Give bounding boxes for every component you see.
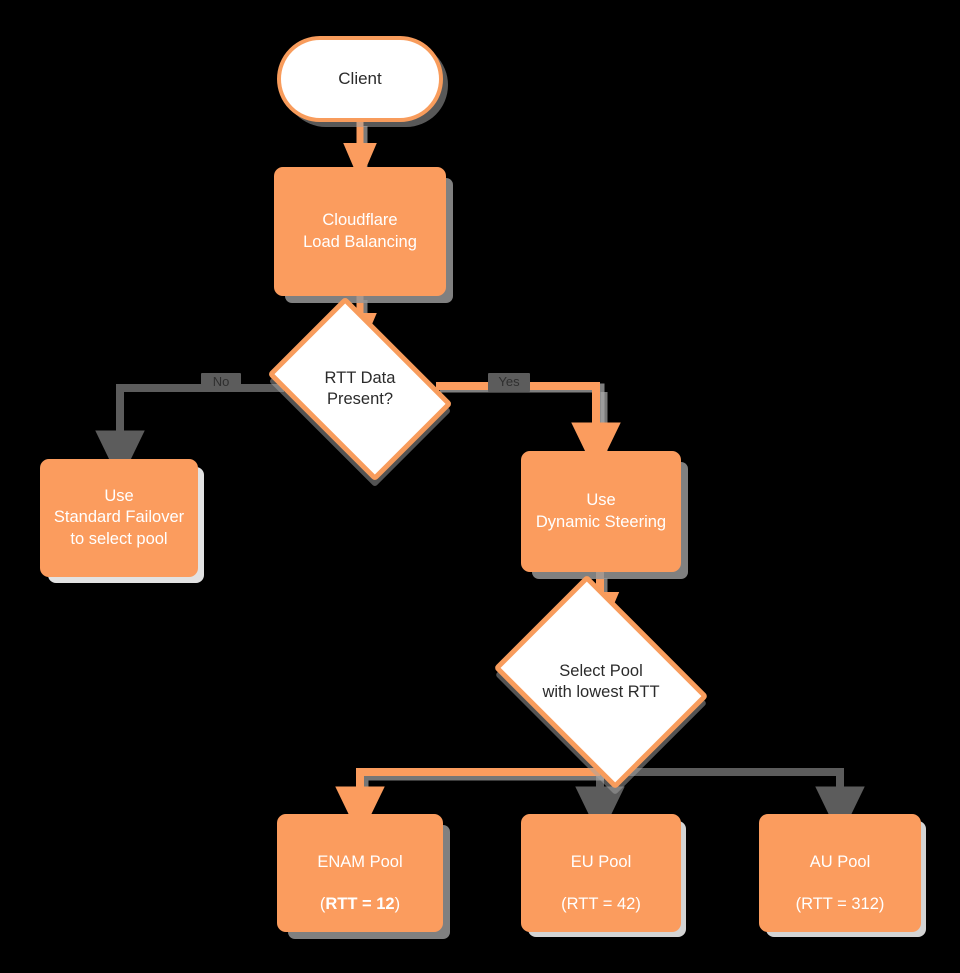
node-rtt-data-present[interactable]: RTT Data Present? [267, 296, 453, 482]
node-enam-pool[interactable]: ENAM Pool (RTT = 12) [277, 814, 443, 932]
edge-rtt-failover [95, 384, 284, 482]
node-eu-pool[interactable]: EU Pool (RTT = 42) [521, 814, 681, 932]
node-dynamic-steering-label: Use Dynamic Steering [535, 491, 667, 531]
edge-rtt-dynamic [436, 382, 621, 474]
node-dynamic-steering[interactable]: Use Dynamic Steering [521, 451, 681, 572]
node-enam-pool-rtt: RTT = 12 [325, 895, 395, 914]
node-standard-failover[interactable]: Use Standard Failover to select pool [40, 459, 198, 577]
node-standard-failover-label: Use Standard Failover to select pool [53, 487, 185, 548]
node-au-pool[interactable]: AU Pool (RTT = 312) [759, 814, 921, 932]
node-au-pool-label: AU Pool (RTT = 312) [796, 831, 885, 915]
node-enam-pool-rtt-open: ( [319, 895, 326, 914]
node-eu-pool-rtt-close: ) [635, 895, 641, 914]
node-au-pool-rtt-open: ( [795, 895, 802, 914]
node-client[interactable]: Client [277, 36, 443, 122]
node-cloudflare-load-balancing-label: Cloudflare Load Balancing [303, 211, 417, 251]
edge-select-enam [335, 768, 604, 838]
node-enam-pool-label: ENAM Pool (RTT = 12) [317, 831, 402, 915]
node-eu-pool-name: EU Pool [570, 852, 632, 871]
node-eu-pool-rtt-open: ( [561, 895, 567, 914]
node-au-pool-rtt: RTT = 312 [801, 895, 879, 914]
node-select-pool-lowest-rtt[interactable]: Select Pool with lowest RTT [493, 574, 709, 790]
node-au-pool-name: AU Pool [809, 852, 871, 871]
node-client-label: Client [338, 69, 382, 89]
node-cloudflare-load-balancing[interactable]: Cloudflare Load Balancing [274, 167, 446, 296]
node-eu-pool-label: EU Pool (RTT = 42) [561, 831, 641, 915]
node-enam-pool-name: ENAM Pool [317, 852, 403, 871]
node-eu-pool-rtt: RTT = 42 [566, 895, 636, 914]
node-enam-pool-rtt-close: ) [394, 895, 401, 914]
node-au-pool-rtt-close: ) [878, 895, 885, 914]
edge-select-au [600, 768, 865, 838]
